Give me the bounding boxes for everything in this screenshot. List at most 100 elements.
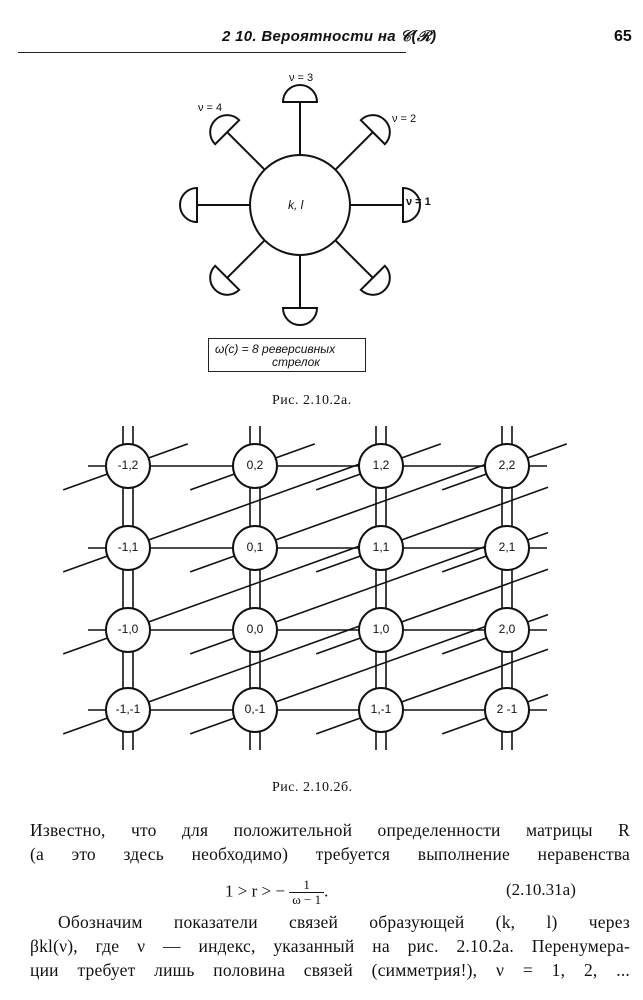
diagonal-bond bbox=[400, 486, 549, 542]
diagonal-bond bbox=[62, 716, 109, 735]
figure-a-legend-box: ω(c) = 8 реверсивных стрелок bbox=[208, 338, 366, 372]
equation-left-side: 1 > r > − bbox=[225, 881, 285, 901]
diagonal-bond bbox=[526, 443, 568, 460]
page-number: 65 bbox=[614, 28, 632, 45]
bond-cup-icon bbox=[402, 186, 421, 224]
header-rule bbox=[18, 52, 406, 53]
lattice-node bbox=[358, 607, 404, 653]
lattice-node bbox=[105, 443, 151, 489]
bond-cup-icon bbox=[281, 84, 319, 103]
paragraph-2: Обозначим показатели связей образующей (… bbox=[30, 910, 630, 982]
diagonal-bond bbox=[441, 716, 488, 735]
lattice-node bbox=[484, 443, 530, 489]
diagonal-bond bbox=[526, 531, 549, 542]
diagonal-bond bbox=[274, 443, 316, 460]
lattice-node-label: 1,-1 bbox=[370, 702, 392, 716]
paragraph-2-line-1: Обозначим показатели связей образующей (… bbox=[58, 912, 630, 932]
lattice-node-label: 0,2 bbox=[246, 458, 264, 472]
lattice-node bbox=[484, 607, 530, 653]
paragraph-2-line-3: ции требует лишь половина связей (симмет… bbox=[30, 960, 630, 980]
lattice-node-label: -1,0 bbox=[117, 622, 139, 636]
diagonal-bond bbox=[189, 472, 236, 491]
diagonal-bond bbox=[62, 554, 109, 573]
lattice-node-label: 2,2 bbox=[498, 458, 516, 472]
paragraph-1: Известно, что для положительной определе… bbox=[30, 818, 630, 866]
lattice-node bbox=[358, 687, 404, 733]
lattice-node-label: 2,0 bbox=[498, 622, 516, 636]
lattice-node bbox=[105, 687, 151, 733]
equation-2-10-31a: 1 > r > − 1 ω − 1 . bbox=[225, 878, 328, 907]
direction-label-v1: ν = 1 bbox=[406, 196, 431, 208]
paragraph-2-line-2: βkl(ν), где ν — индекс, указанный на рис… bbox=[30, 936, 630, 956]
diagonal-bond bbox=[274, 535, 516, 624]
bond-line bbox=[226, 131, 266, 171]
lattice-node-label: 1,2 bbox=[372, 458, 390, 472]
diagonal-bond bbox=[147, 453, 389, 542]
diagonal-bond bbox=[315, 636, 362, 655]
diagonal-bond bbox=[526, 613, 549, 624]
fraction-denominator: ω − 1 bbox=[292, 892, 322, 907]
lattice-node-label: -1,1 bbox=[117, 540, 139, 554]
paragraph-1-line-2: (а это здесь необходимо) требуется выпол… bbox=[30, 844, 630, 864]
lattice-node bbox=[358, 525, 404, 571]
lattice-node bbox=[105, 525, 151, 571]
diagonal-bond bbox=[189, 554, 236, 573]
diagonal-bond bbox=[400, 568, 549, 624]
lattice-node bbox=[232, 525, 278, 571]
equation-fraction: 1 ω − 1 bbox=[289, 878, 325, 907]
lattice-node bbox=[232, 687, 278, 733]
diagonal-bond bbox=[147, 443, 189, 460]
diagonal-bond bbox=[315, 472, 362, 491]
figure-a-caption: Рис. 2.10.2а. bbox=[272, 393, 352, 408]
legend-line-1: ω(c) = 8 реверсивных bbox=[215, 342, 336, 356]
paragraph-1-line-1: Известно, что для положительной определе… bbox=[30, 820, 630, 840]
direction-label-v4: ν = 4 bbox=[198, 102, 223, 114]
legend-line-2: стрелок bbox=[272, 355, 320, 369]
lattice-node bbox=[484, 687, 530, 733]
center-node-label: k, l bbox=[288, 198, 304, 212]
lattice-node-label: 0,1 bbox=[246, 540, 264, 554]
section-header-title: 2 10. Вероятности на 𝒞(ℛ) bbox=[222, 28, 437, 45]
bond-line bbox=[334, 239, 374, 279]
bond-cup-icon bbox=[281, 307, 319, 326]
diagonal-bond bbox=[189, 636, 236, 655]
lattice-node-label: 0,-1 bbox=[244, 702, 266, 716]
lattice-node-label: 1,0 bbox=[372, 622, 390, 636]
lattice-node bbox=[358, 443, 404, 489]
diagonal-bond bbox=[274, 453, 516, 542]
diagonal-bond bbox=[526, 693, 549, 704]
diagonal-bond bbox=[400, 648, 549, 704]
diagonal-bond bbox=[315, 554, 362, 573]
diagonal-bond bbox=[400, 443, 442, 460]
bond-line bbox=[334, 131, 374, 171]
lattice-node-label: 2,1 bbox=[498, 540, 516, 554]
diagonal-bond bbox=[147, 535, 389, 624]
diagonal-bond bbox=[441, 554, 488, 573]
diagonal-bond bbox=[147, 615, 389, 704]
lattice-node bbox=[232, 443, 278, 489]
diagonal-bond bbox=[62, 636, 109, 655]
bond-cup-icon bbox=[209, 264, 241, 296]
diagonal-bond bbox=[189, 716, 236, 735]
bond-line bbox=[226, 239, 266, 279]
diagonal-bond bbox=[274, 615, 516, 704]
diagonal-bond bbox=[441, 636, 488, 655]
lattice-node-label: 1,1 bbox=[372, 540, 390, 554]
bond-cup-icon bbox=[209, 114, 241, 146]
bond-cup-icon bbox=[359, 114, 391, 146]
diagonal-bond bbox=[441, 472, 488, 491]
lattice-node-label: -1,-1 bbox=[115, 702, 141, 716]
lattice-node bbox=[105, 607, 151, 653]
diagonal-bond bbox=[315, 716, 362, 735]
bond-cup-icon bbox=[179, 186, 198, 224]
figure-b-caption: Рис. 2.10.2б. bbox=[272, 780, 353, 795]
lattice-node-label: 2 -1 bbox=[496, 702, 518, 716]
direction-label-v3: ν = 3 bbox=[289, 72, 314, 84]
lattice-node-label: 0,0 bbox=[246, 622, 264, 636]
lattice-node bbox=[232, 607, 278, 653]
fraction-numerator: 1 bbox=[289, 878, 325, 893]
equation-period: . bbox=[324, 881, 329, 901]
lattice-node bbox=[484, 525, 530, 571]
